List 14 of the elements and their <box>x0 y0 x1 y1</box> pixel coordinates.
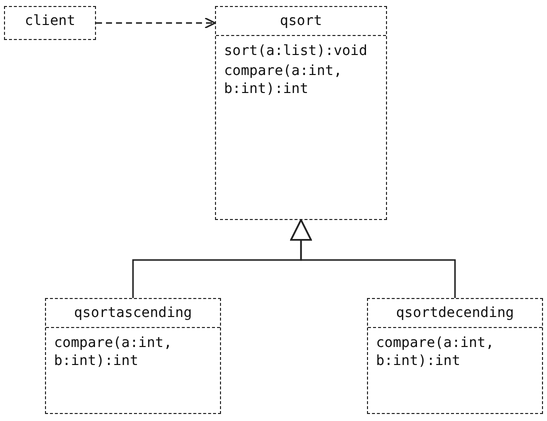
class-box <box>215 6 387 220</box>
inheritance-arrow <box>290 219 456 298</box>
class-box <box>45 298 221 414</box>
class-box <box>367 298 543 414</box>
class-name: qsortdecending <box>394 304 515 323</box>
method-signature: compare(a:int, b:int):int <box>224 62 344 99</box>
method-signature: sort(a:list):void <box>224 42 368 60</box>
class-name: qsort <box>278 12 324 31</box>
class-box <box>4 6 96 40</box>
dependency-arrow <box>96 17 216 29</box>
method-signature: compare(a:int, b:int):int <box>376 334 496 370</box>
method-signature: compare(a:int, b:int):int <box>54 334 174 370</box>
class-name: client <box>24 12 76 31</box>
class-name: qsortascending <box>72 304 193 323</box>
